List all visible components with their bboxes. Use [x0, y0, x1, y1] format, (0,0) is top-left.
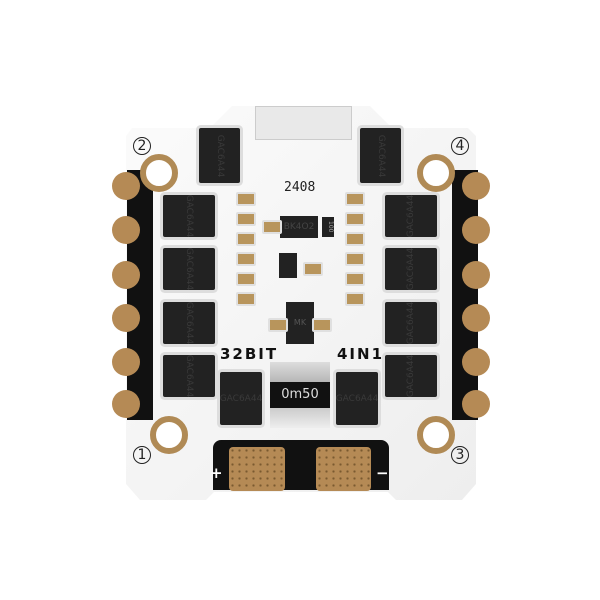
capacitor — [345, 292, 365, 306]
mosfet: GAC6A44 — [220, 372, 262, 425]
mounting-hole — [417, 154, 455, 192]
mosfet-marking: GAC6A44 — [406, 194, 416, 238]
capacitor — [345, 232, 365, 246]
mosfet: GAC6A44 — [385, 355, 437, 397]
corner-number-2: 2 — [133, 137, 151, 155]
label-4in1: 4IN1 — [337, 345, 385, 363]
mosfet: GAC6A44 — [163, 195, 215, 237]
regulator-chip: BK4O2 — [280, 216, 318, 238]
capacitor — [236, 292, 256, 306]
capacitor — [268, 318, 288, 332]
motor-pad — [112, 216, 140, 244]
battery-negative-pad — [316, 447, 371, 491]
regulator-2 — [279, 253, 297, 278]
motor-pad-strip — [452, 170, 478, 420]
regulator-marking: BK4O2 — [283, 222, 315, 232]
positive-label: + — [210, 464, 223, 482]
motor-pad — [462, 390, 490, 418]
motor-pad — [462, 216, 490, 244]
mosfet-marking: GAC6A44 — [375, 134, 386, 177]
motor-pad — [462, 348, 490, 376]
capacitor — [236, 232, 256, 246]
motor-pad — [112, 304, 140, 332]
mosfet: GAC6A44 — [385, 195, 437, 237]
mosfet-marking: GAC6A44 — [214, 134, 225, 177]
mosfet-marking: GAC6A44 — [335, 393, 379, 404]
mosfet-marking: GAC6A44 — [406, 301, 416, 345]
mosfet: GAC6A44 — [360, 128, 401, 183]
motor-pad — [112, 261, 140, 289]
motor-pad — [112, 172, 140, 200]
corner-number-3: 3 — [451, 446, 469, 464]
capacitor — [345, 272, 365, 286]
capacitor — [262, 220, 282, 234]
capacitor — [236, 192, 256, 206]
mosfet-marking: GAC6A44 — [184, 354, 194, 398]
capacitor — [345, 252, 365, 266]
label-32bit: 32BIT — [220, 345, 279, 363]
mosfet: GAC6A44 — [385, 248, 437, 290]
shunt-marking: 0m50 — [281, 387, 319, 402]
diode: MK — [286, 302, 314, 344]
motor-pad-strip — [127, 170, 153, 420]
date-code: 2408 — [284, 180, 316, 195]
mosfet: GAC6A44 — [336, 372, 378, 425]
motor-pad — [112, 390, 140, 418]
mosfet-marking: GAC6A44 — [184, 301, 194, 345]
mounting-hole — [150, 416, 188, 454]
mosfet: GAC6A44 — [163, 355, 215, 397]
motor-pad — [112, 348, 140, 376]
capacitor — [303, 262, 323, 276]
corner-number-4: 4 — [451, 137, 469, 155]
motor-pad — [462, 261, 490, 289]
capacitor — [236, 252, 256, 266]
battery-positive-pad — [229, 447, 285, 491]
mounting-hole — [140, 154, 178, 192]
shunt-band: 0m50 — [270, 382, 330, 408]
mosfet: GAC6A44 — [199, 128, 240, 183]
small-chip: 100 — [322, 217, 334, 237]
small-marking: 100 — [327, 221, 334, 233]
mosfet-marking: GAC6A44 — [184, 194, 194, 238]
motor-pad — [462, 304, 490, 332]
mosfet-marking: GAC6A44 — [219, 393, 263, 404]
capacitor — [345, 212, 365, 226]
mosfet-marking: GAC6A44 — [184, 247, 194, 291]
capacitor — [312, 318, 332, 332]
mounting-hole — [417, 416, 455, 454]
connector — [255, 106, 352, 140]
capacitor — [236, 212, 256, 226]
mosfet-marking: GAC6A44 — [406, 247, 416, 291]
capacitor — [236, 272, 256, 286]
mosfet: GAC6A44 — [163, 302, 215, 344]
motor-pad — [462, 172, 490, 200]
corner-number-1: 1 — [133, 446, 151, 464]
negative-label: − — [376, 464, 389, 482]
mosfet: GAC6A44 — [385, 302, 437, 344]
capacitor — [345, 192, 365, 206]
mosfet-marking: GAC6A44 — [406, 354, 416, 398]
diode-marking: MK — [293, 318, 307, 327]
mosfet: GAC6A44 — [163, 248, 215, 290]
